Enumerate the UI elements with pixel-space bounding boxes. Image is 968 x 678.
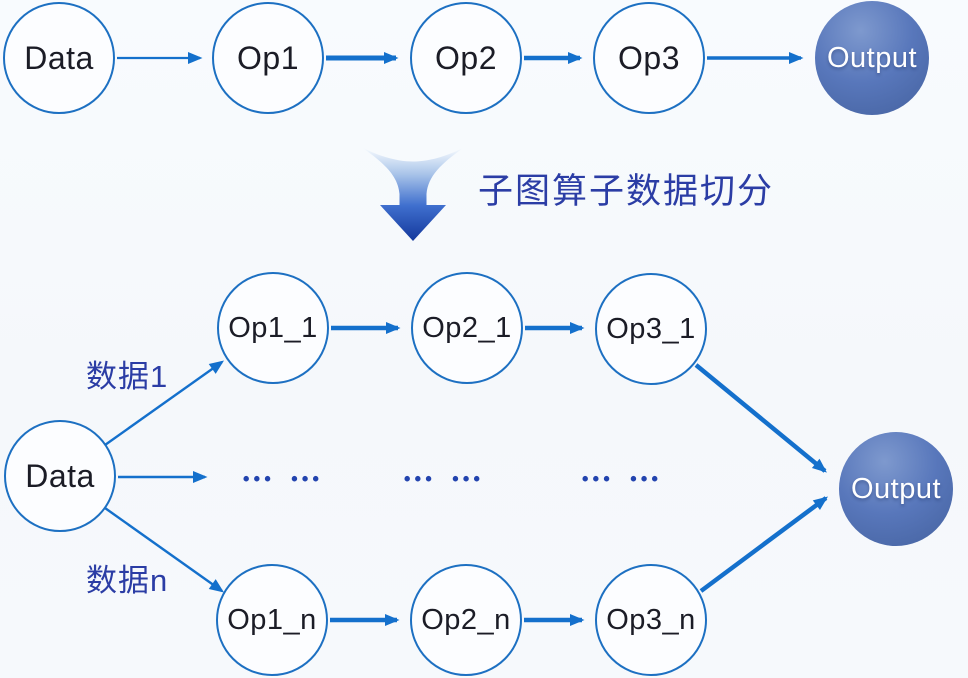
branch-label-datan: 数据n: [86, 563, 169, 598]
node-op3: Op3: [593, 2, 705, 114]
node-data-top: Data: [3, 2, 115, 114]
node-op1_n: Op1_n: [216, 564, 328, 676]
node-op1_1: Op1_1: [217, 272, 329, 384]
node-op3_n: Op3_n: [595, 564, 707, 676]
ellipsis-dots: ••• •••: [581, 469, 663, 490]
node-output-top: Output: [815, 1, 929, 115]
node-data-bottom: Data: [4, 420, 116, 532]
transform-down-arrow-icon: [363, 148, 463, 241]
node-op1: Op1: [212, 2, 324, 114]
edge-op3_1-output: [694, 363, 827, 473]
node-op2_n: Op2_n: [410, 564, 522, 676]
node-op2: Op2: [410, 2, 522, 114]
edge-data-op1_n: [104, 507, 225, 593]
edge-data-op1_1: [104, 360, 225, 446]
node-op3_1: Op3_1: [595, 273, 707, 385]
edge-op3_n-output: [699, 496, 829, 593]
node-output-bottom: Output: [839, 432, 953, 546]
branch-label-data1: 数据1: [86, 359, 169, 394]
ellipsis-dots: ••• •••: [242, 469, 324, 490]
transform-annotation: 子图算子数据切分: [478, 172, 775, 211]
node-op2_1: Op2_1: [411, 272, 523, 384]
ellipsis-dots: ••• •••: [403, 469, 485, 490]
